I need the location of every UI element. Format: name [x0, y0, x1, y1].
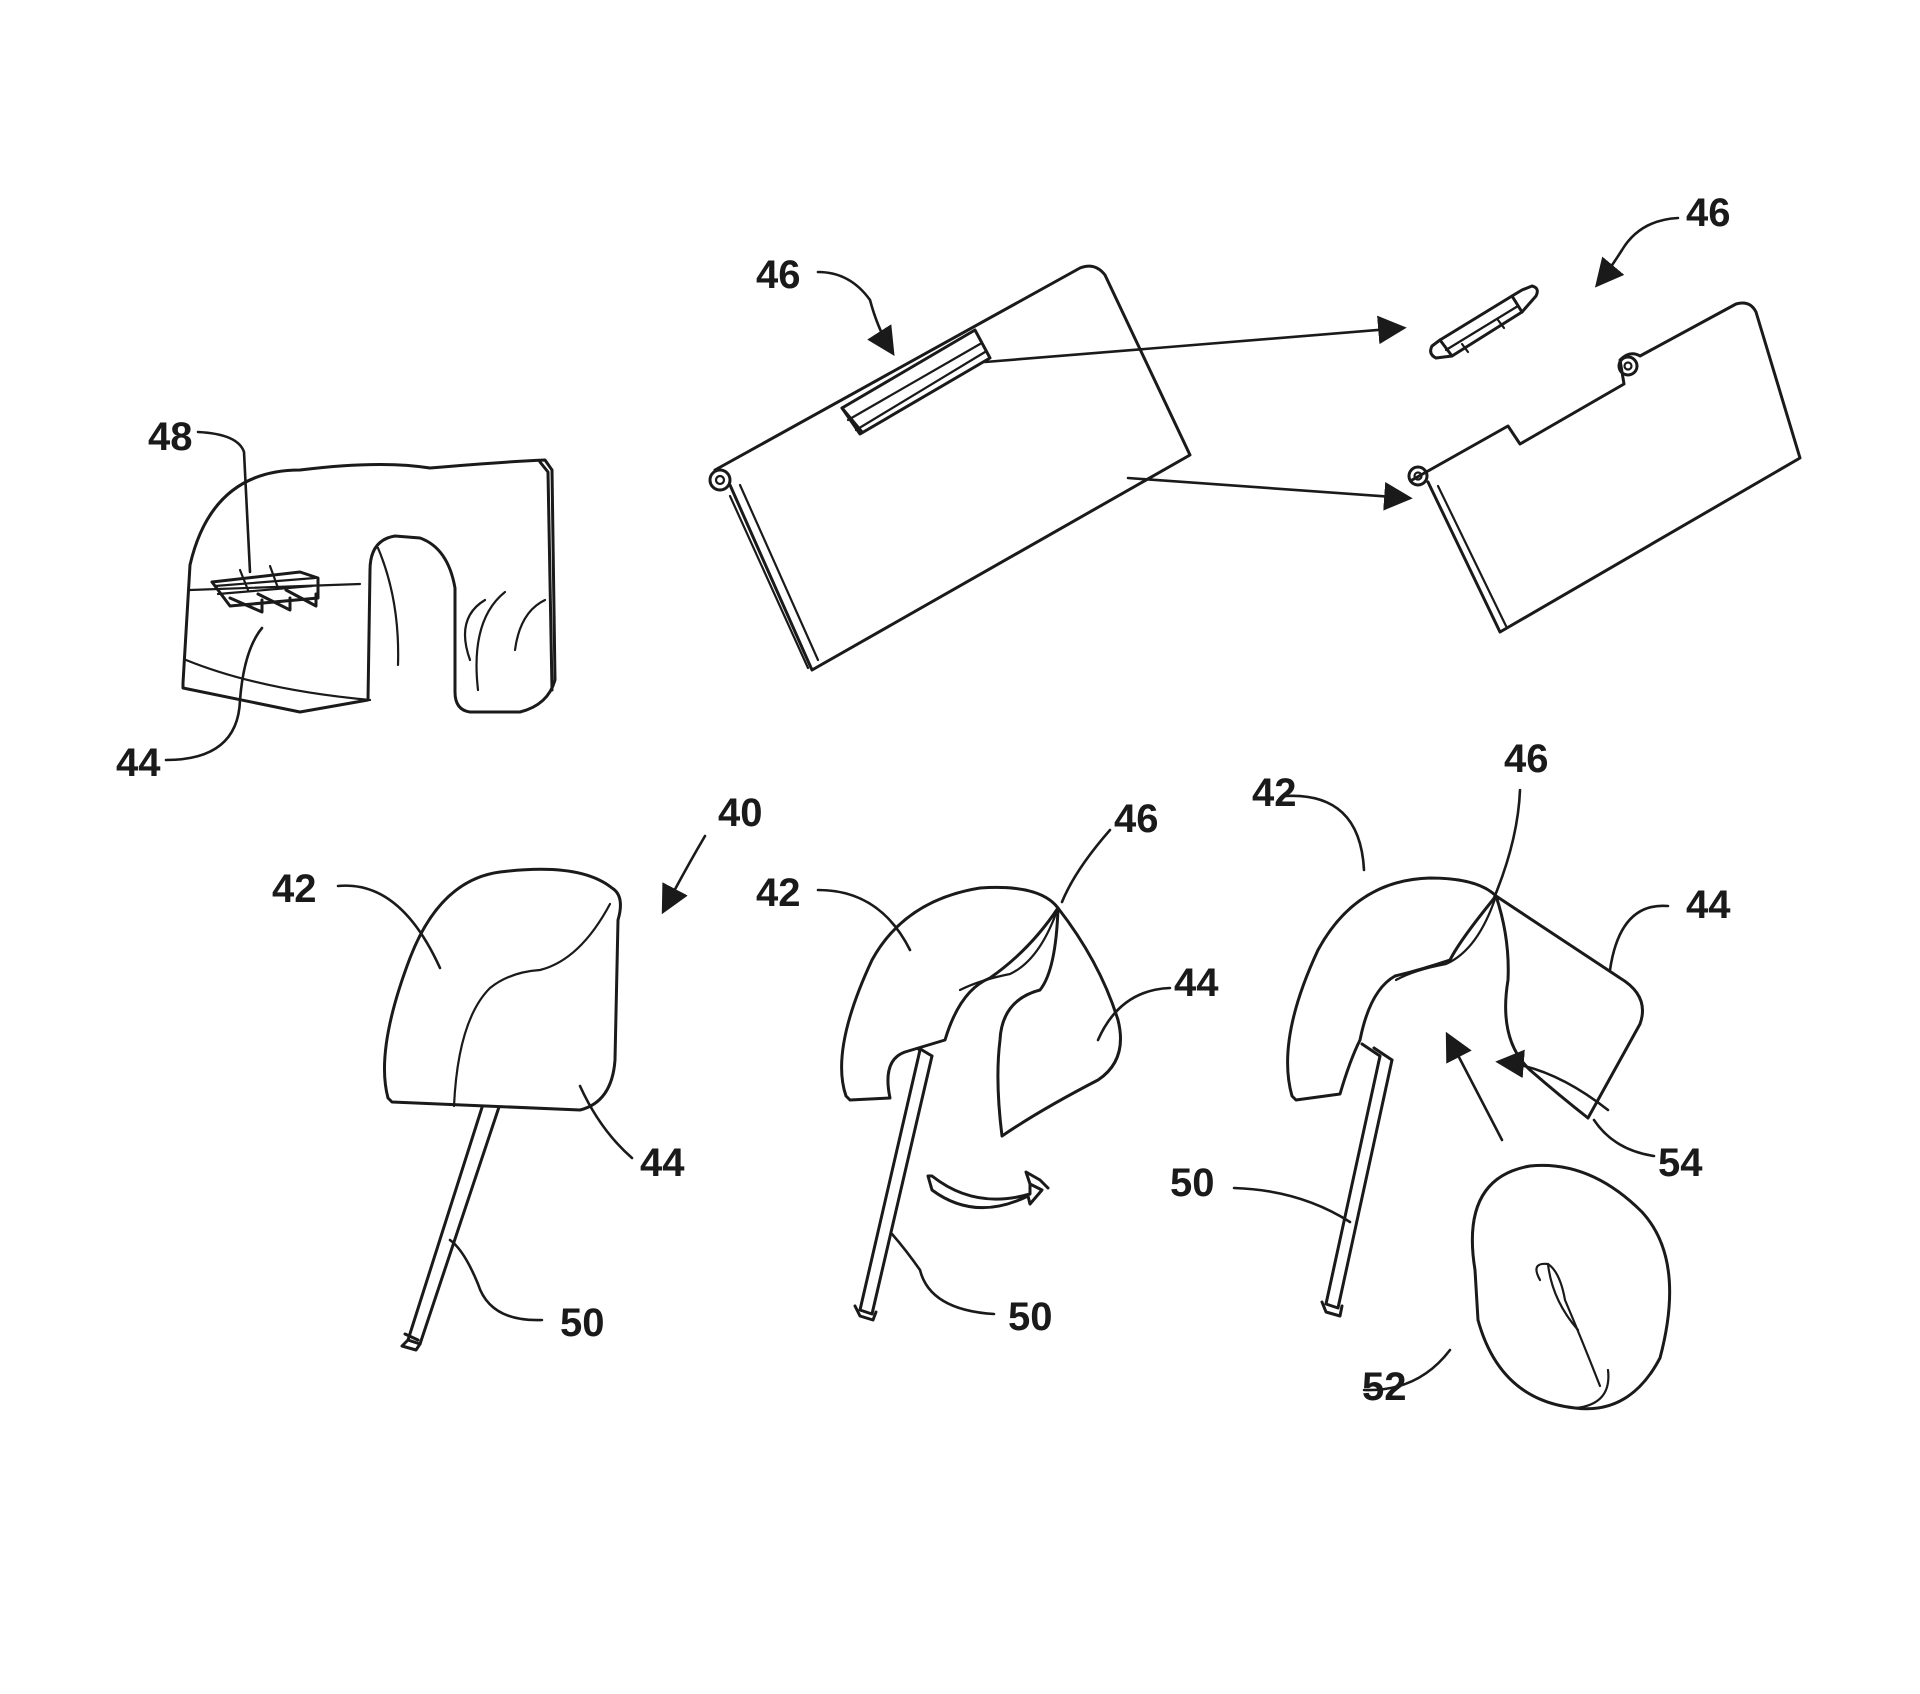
label-42-opening: 42 [756, 871, 801, 915]
hinge-panel-right [1407, 301, 1802, 634]
label-44-open: 44 [1686, 883, 1731, 927]
hinge-panel-left [708, 264, 1192, 672]
clip-detail [210, 564, 320, 614]
reference-labels: 48 44 46 46 40 42 44 50 42 46 44 50 42 4… [116, 191, 1731, 1409]
rotation-arrow [926, 1170, 1050, 1210]
pillow [1470, 1163, 1672, 1411]
label-52: 52 [1362, 1365, 1407, 1409]
label-46-left: 46 [756, 253, 801, 297]
explode-arrows [983, 315, 1413, 511]
label-42-assembled: 42 [272, 867, 317, 911]
label-46-opening: 46 [1114, 797, 1159, 841]
open-cover-flap [1494, 894, 1644, 1120]
label-46-right: 46 [1686, 191, 1731, 235]
label-44-opening: 44 [1174, 961, 1219, 1005]
headrest-assembled [383, 867, 622, 1352]
headrest-open [1286, 876, 1672, 1411]
hinge-pin-detached [1429, 284, 1539, 360]
leader-lines [164, 216, 1680, 1392]
label-50-assembled: 50 [560, 1301, 605, 1345]
label-44-assembled: 44 [640, 1141, 685, 1185]
cover-clip-closeup [181, 458, 557, 714]
label-42-open: 42 [1252, 771, 1297, 815]
label-50-open: 50 [1170, 1161, 1215, 1205]
label-46-open: 46 [1504, 737, 1549, 781]
label-40: 40 [718, 791, 763, 835]
label-50-opening: 50 [1008, 1295, 1053, 1339]
headrest-opening [840, 885, 1122, 1322]
label-44-closeup: 44 [116, 741, 161, 785]
label-54: 54 [1658, 1141, 1703, 1185]
insertion-arrows [1445, 1031, 1610, 1142]
label-48: 48 [148, 415, 193, 459]
hinge-pin-mounted [840, 328, 992, 436]
